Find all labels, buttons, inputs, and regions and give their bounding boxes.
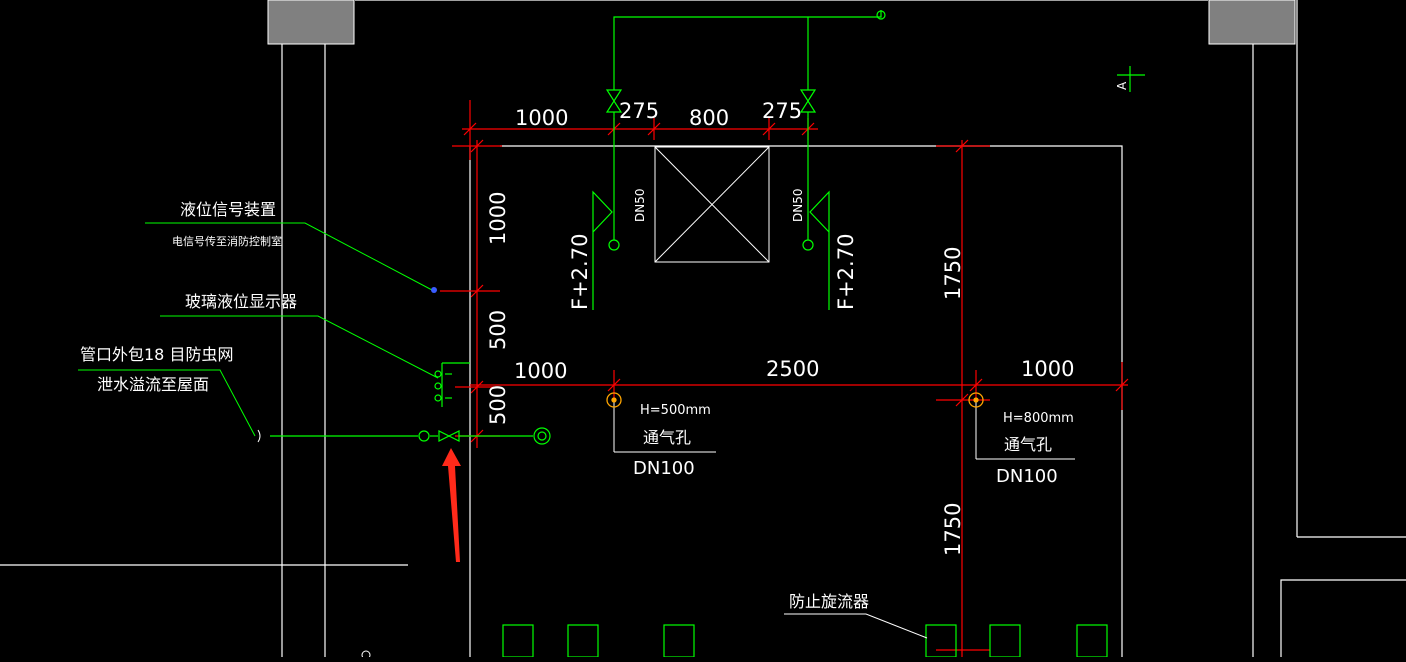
vent-2-name: 通气孔 (1004, 435, 1052, 454)
dim-mid-1000-left: 1000 (514, 359, 567, 383)
vent-2-labels: H=800mm 通气孔 DN100 (996, 411, 1074, 487)
annotation-texts: 液位信号装置 电信号传至消防控制室 玻璃液位显示器 管口外包18 目防虫网 泄水… (80, 81, 1129, 611)
elevation-left-label: F+2.70 (568, 234, 592, 310)
level-signal-marker (431, 287, 437, 293)
tank-outline (500, 145, 1123, 657)
vent-2-size: DN100 (996, 466, 1058, 487)
pipe-labels: DN50 DN50 F+2.70 F+2.70 (568, 189, 858, 311)
section-mark-label: A (1115, 81, 1129, 90)
dim-top-275-left: 275 (619, 99, 659, 123)
manhole-symbol (654, 146, 770, 263)
small-marks (257, 429, 371, 660)
dim-left-500-upper: 500 (486, 310, 510, 350)
insect-net-label: 管口外包18 目防虫网 (80, 345, 233, 364)
dim-right-1750-lower: 1750 (941, 503, 965, 556)
dim-mid-2500: 2500 (766, 357, 819, 381)
dim-top-275-right: 275 (762, 99, 802, 123)
vent-2-height: H=800mm (1003, 411, 1074, 426)
dim-left-1000: 1000 (486, 192, 510, 245)
dimension-texts: 1000 275 800 275 1000 500 500 1000 2500 … (486, 99, 1074, 556)
glass-gauge-label: 玻璃液位显示器 (185, 292, 297, 311)
dim-top-800: 800 (689, 106, 729, 130)
vortex-label: 防止旋流器 (789, 592, 869, 611)
dim-left-500-lower: 500 (486, 385, 510, 425)
elevation-right-label: F+2.70 (834, 234, 858, 310)
red-pointer-arrow (442, 448, 461, 562)
pipes (270, 10, 1145, 658)
dim-right-1750-upper: 1750 (941, 247, 965, 300)
leader-lines (78, 222, 439, 437)
dim-top-1000: 1000 (515, 106, 568, 130)
dn50-left-label: DN50 (633, 189, 647, 223)
vent-symbols (606, 392, 984, 408)
dim-mid-1000-right: 1000 (1021, 357, 1074, 381)
dn50-right-label: DN50 (791, 189, 805, 223)
vent-1-height: H=500mm (640, 403, 711, 418)
level-signal-label: 液位信号装置 (180, 200, 276, 219)
structural-column-right (1208, 0, 1296, 45)
structural-column-left (267, 0, 355, 45)
vent-1-name: 通气孔 (643, 428, 691, 447)
overflow-label: 泄水溢流至屋面 (97, 375, 209, 394)
leader-lines-white (613, 400, 1075, 639)
signal-to-control-label: 电信号传至消防控制室 (172, 234, 282, 248)
vent-1-labels: H=500mm 通气孔 DN100 (633, 403, 711, 479)
vent-1-size: DN100 (633, 458, 695, 479)
